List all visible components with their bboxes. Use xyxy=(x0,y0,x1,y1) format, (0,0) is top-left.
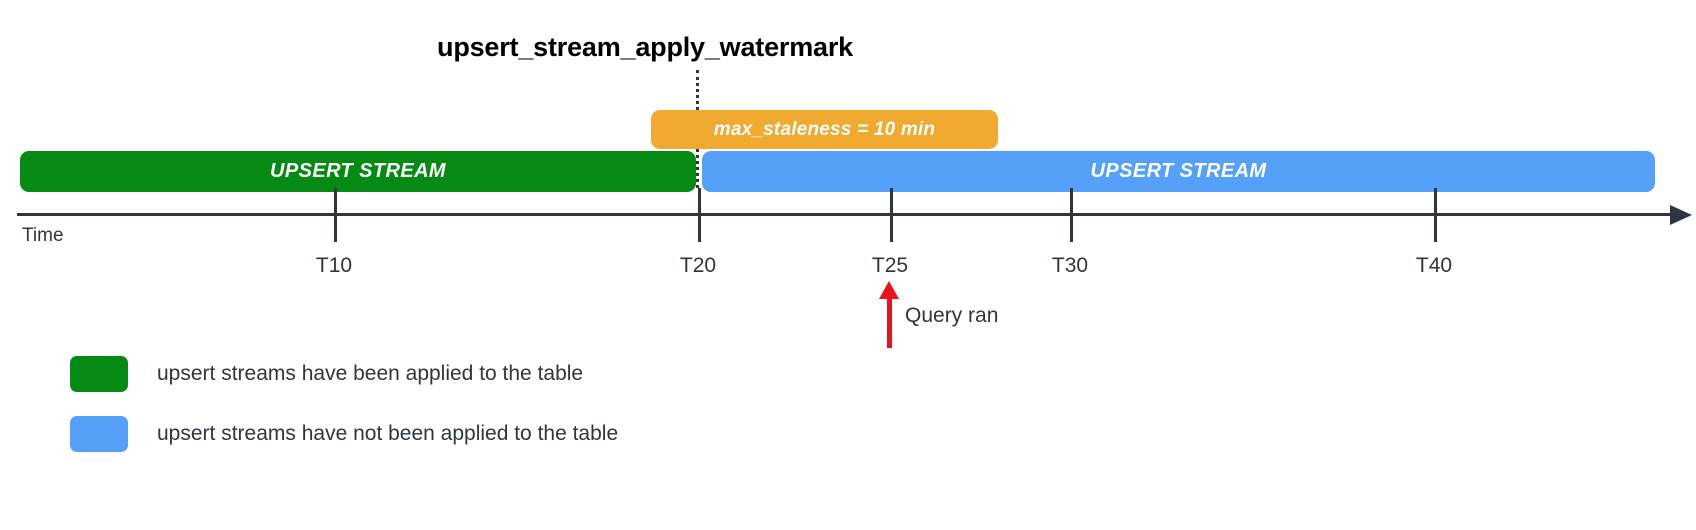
axis-tick xyxy=(890,188,893,242)
axis-tick-label: T30 xyxy=(1051,254,1089,277)
time-axis-arrow-icon xyxy=(1670,205,1692,225)
axis-tick-label: T10 xyxy=(315,254,353,277)
legend-label-applied: upsert streams have been applied to the … xyxy=(157,362,584,385)
axis-tick xyxy=(1434,188,1437,242)
legend: upsert streams have been applied to the … xyxy=(70,354,618,474)
max-staleness-label: max_staleness = 10 min xyxy=(713,118,936,140)
axis-tick-label: T20 xyxy=(679,254,717,277)
legend-item-applied: upsert streams have been applied to the … xyxy=(70,354,618,394)
time-axis-line xyxy=(17,213,1677,216)
legend-swatch-green xyxy=(70,356,128,392)
query-ran-arrowhead-icon xyxy=(879,281,899,299)
max-staleness-bar: max_staleness = 10 min xyxy=(651,110,998,149)
query-ran-label: Query ran xyxy=(905,304,999,327)
upsert-stream-applied-bar: UPSERT STREAM xyxy=(20,151,696,192)
legend-label-not-applied: upsert streams have not been applied to … xyxy=(157,422,619,445)
axis-tick-label: T25 xyxy=(871,254,909,277)
axis-tick xyxy=(698,188,701,242)
axis-tick xyxy=(1070,188,1073,242)
legend-swatch-blue xyxy=(70,416,128,452)
time-axis-label: Time xyxy=(22,225,64,246)
upsert-stream-not-applied-label: UPSERT STREAM xyxy=(1090,160,1267,182)
query-ran-arrow-icon xyxy=(887,296,892,348)
page-title: upsert_stream_apply_watermark xyxy=(437,32,853,62)
upsert-stream-applied-label: UPSERT STREAM xyxy=(270,160,446,182)
axis-tick-label: T40 xyxy=(1415,254,1453,277)
axis-tick xyxy=(334,188,337,242)
upsert-stream-not-applied-bar: UPSERT STREAM xyxy=(702,151,1655,192)
legend-item-not-applied: upsert streams have not been applied to … xyxy=(70,414,618,454)
